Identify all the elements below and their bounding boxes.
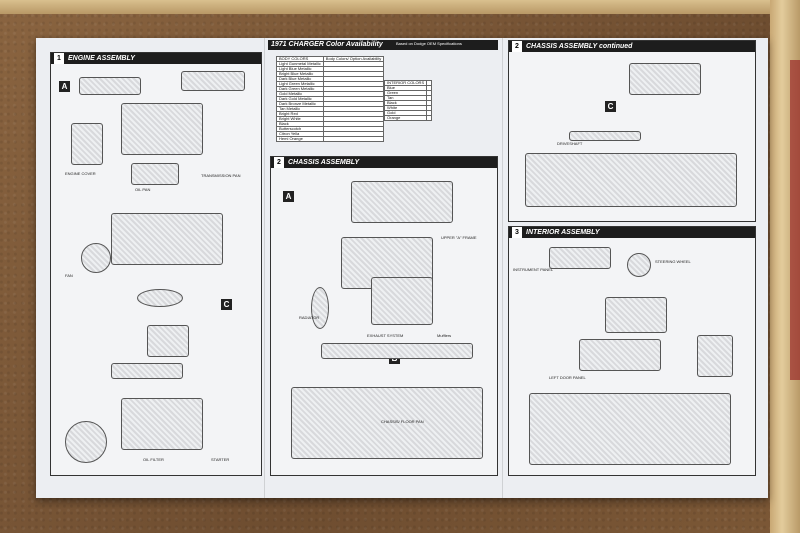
part-label: STARTER — [211, 457, 230, 462]
part-label: TRANSMISSION PAN — [201, 173, 241, 178]
chassis-drawing — [525, 153, 737, 207]
paper-fold — [502, 38, 503, 498]
part-label: UPPER "A" FRAME — [441, 235, 477, 240]
part-label: LEFT DOOR PANEL — [549, 375, 586, 380]
part-label: RADIATOR — [299, 315, 320, 320]
part-label: Mufflers — [437, 333, 452, 338]
part-label: STEERING WHEEL — [655, 259, 691, 264]
step-letter-c: C — [221, 299, 232, 310]
red-object-edge — [790, 60, 800, 380]
color-subtitle: Based on Dodge OEM Specifications — [396, 41, 462, 46]
step-letter-a: A — [283, 191, 294, 202]
door-panel-drawing — [579, 339, 661, 371]
steering-wheel-drawing — [627, 253, 651, 277]
chassis-floor-pan-drawing — [291, 387, 483, 459]
part-label: FAN — [65, 273, 73, 278]
upper-a-frame-drawing — [371, 277, 433, 325]
fan-drawing — [81, 243, 111, 273]
engine-part-drawing — [71, 123, 103, 165]
part-label: INSTRUMENT PANEL — [513, 267, 554, 272]
radiator-drawing — [311, 287, 329, 329]
color-header: 1971 CHARGER Color Availability — [268, 40, 498, 50]
driveshaft-drawing — [569, 131, 641, 141]
exhaust-system-drawing — [321, 343, 473, 359]
lower-a-frame-drawing — [351, 181, 453, 223]
rear-seat-drawing — [697, 335, 733, 377]
part-label: CHASSIS/ FLOOR PAN — [381, 419, 424, 424]
front-seat-drawing — [605, 297, 667, 333]
pulley-assembly-drawing — [111, 213, 223, 265]
part-label: OIL PAN — [135, 187, 151, 192]
interior-tub-drawing — [529, 393, 731, 465]
intake-manifold-drawing — [111, 363, 183, 379]
instrument-panel-drawing — [549, 247, 611, 269]
paper-fold — [264, 38, 265, 498]
color-availability-section: 1971 CHARGER Color Availability Based on… — [268, 40, 498, 150]
part-label: ENGINE COVER — [65, 171, 96, 176]
step-letter-a: A — [59, 81, 70, 92]
leaf-spring-drawing — [629, 63, 701, 95]
oil-pan-drawing — [131, 163, 179, 185]
part-label: DRIVESHAFT — [557, 141, 583, 146]
interior-colors-table: INTERIOR COLORS Blue Green Tan Black Whi… — [383, 80, 433, 121]
carburetor-drawing — [147, 325, 189, 357]
table-header: Body Colors/ Option Availability — [322, 56, 385, 62]
engine-block-drawing — [121, 103, 203, 155]
part-label: OIL FILTER — [143, 457, 164, 462]
engine-part-drawing — [181, 71, 245, 91]
air-cleaner-drawing — [137, 289, 183, 307]
engine-block-drawing — [121, 398, 203, 450]
part-label: EXHAUST SYSTEM — [367, 333, 404, 338]
engine-front-drawing — [65, 421, 107, 463]
step-letter-c: C — [605, 101, 616, 112]
wooden-frame-top — [0, 0, 800, 14]
engine-part-drawing — [79, 77, 141, 95]
